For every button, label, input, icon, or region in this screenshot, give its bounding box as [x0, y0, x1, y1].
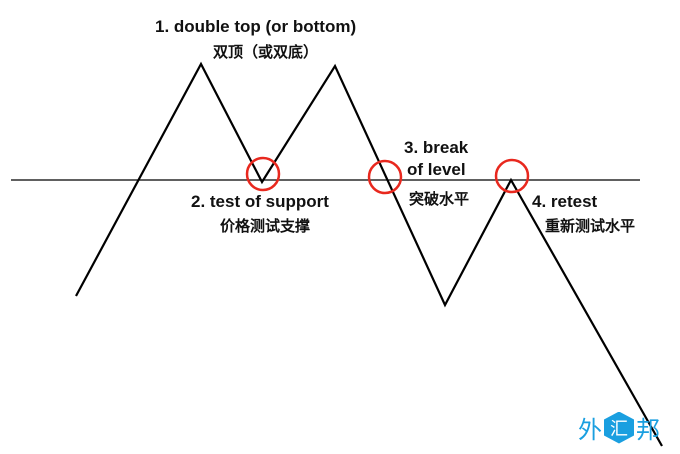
highlight-circle-break-of-level — [367, 159, 403, 195]
watermark-logo: 外 汇 邦 — [578, 410, 660, 445]
label-break-of-level: 3. break — [404, 138, 469, 157]
label-test-of-support: 2. test of support — [191, 192, 329, 211]
logo-char-left: 外 — [578, 416, 602, 444]
label-double-top-cn: 双顶（或双底） — [213, 44, 319, 61]
highlight-circle-test-of-support — [245, 156, 281, 192]
logo-char-right: 邦 — [636, 416, 660, 444]
label-retest: 4. retest — [532, 192, 598, 211]
logo-hex-icon: 汇 — [604, 411, 634, 444]
label-test-of-support-cn: 价格测试支撑 — [220, 218, 311, 235]
label-retest-cn: 重新测试水平 — [545, 218, 636, 235]
label-break-of-level-2: of level — [407, 160, 466, 179]
highlight-circle-retest — [494, 158, 530, 194]
label-double-top: 1. double top (or bottom) — [155, 17, 357, 36]
label-break-of-level-cn: 突破水平 — [409, 191, 470, 208]
price-path-line — [75, 61, 663, 447]
